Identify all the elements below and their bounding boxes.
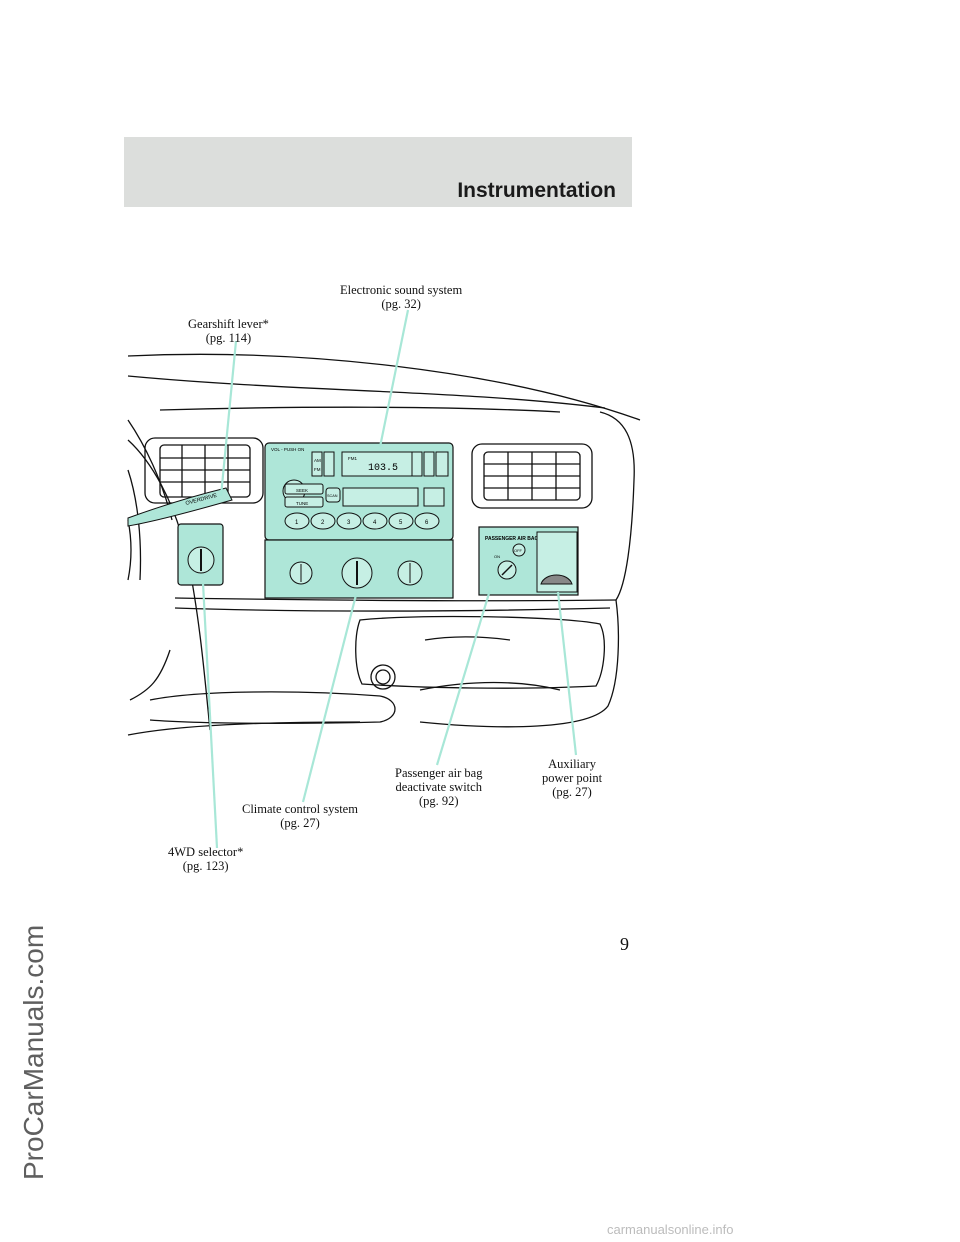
climate-control-unit [264,539,454,599]
bottom-watermark: carmanualsonline.info [607,1222,734,1237]
fourwd-selector-unit [177,523,224,586]
callout-leader-lines [201,309,578,849]
radio-preset-4: 4 [373,520,377,526]
radio-am-label: AM [314,458,321,463]
radio-preset-6: 6 [425,520,429,526]
callout-sound-system: Electronic sound system (pg. 32) [340,283,463,311]
radio-frequency-display: 103.5 [368,463,398,474]
radio-unit: VOL - PUSH ON AM FM FM1 103.5 SEEK TUNE … [264,442,454,541]
airbag-panel: PASSENGER AIR BAG OFF ON [478,526,579,596]
aux-power-socket [540,574,573,585]
callout-airbag-switch: Passenger air bag deactivate switch (pg.… [395,766,483,808]
airbag-on-label: ON [494,554,500,559]
lighter-socket [370,664,396,690]
radio-preset-2: 2 [321,520,325,526]
callout-climate-control: Climate control system (pg. 27) [242,802,358,830]
glove-box [355,615,605,689]
section-title: Instrumentation [457,179,616,202]
radio-preset-1: 1 [295,520,299,526]
page-number: 9 [620,934,629,954]
radio-preset-5: 5 [399,520,403,526]
radio-band-label: FM1 [348,456,357,461]
callout-4wd-selector: 4WD selector* (pg. 123) [168,845,244,873]
radio-tune-label: TUNE [296,501,308,506]
radio-scan-label: SCAN [327,494,338,498]
gearshift-lever: OVERDRIVE [127,487,233,527]
airbag-off-indicator: OFF [514,548,523,553]
airbag-panel-label: PASSENGER AIR BAG [485,536,538,542]
dash-right-edge [599,411,635,601]
right-vent [471,443,593,509]
radio-fm-label: FM [314,467,321,472]
radio-top-label: VOL - PUSH ON [271,447,304,452]
radio-preset-3: 3 [347,520,351,526]
radio-seek-label: SEEK [296,488,308,493]
dash-top-edge [127,353,641,421]
callout-gearshift: Gearshift lever* (pg. 114) [188,317,269,345]
callout-aux-power: Auxiliary power point (pg. 27) [542,757,603,799]
section-header-band: Instrumentation [124,137,632,207]
